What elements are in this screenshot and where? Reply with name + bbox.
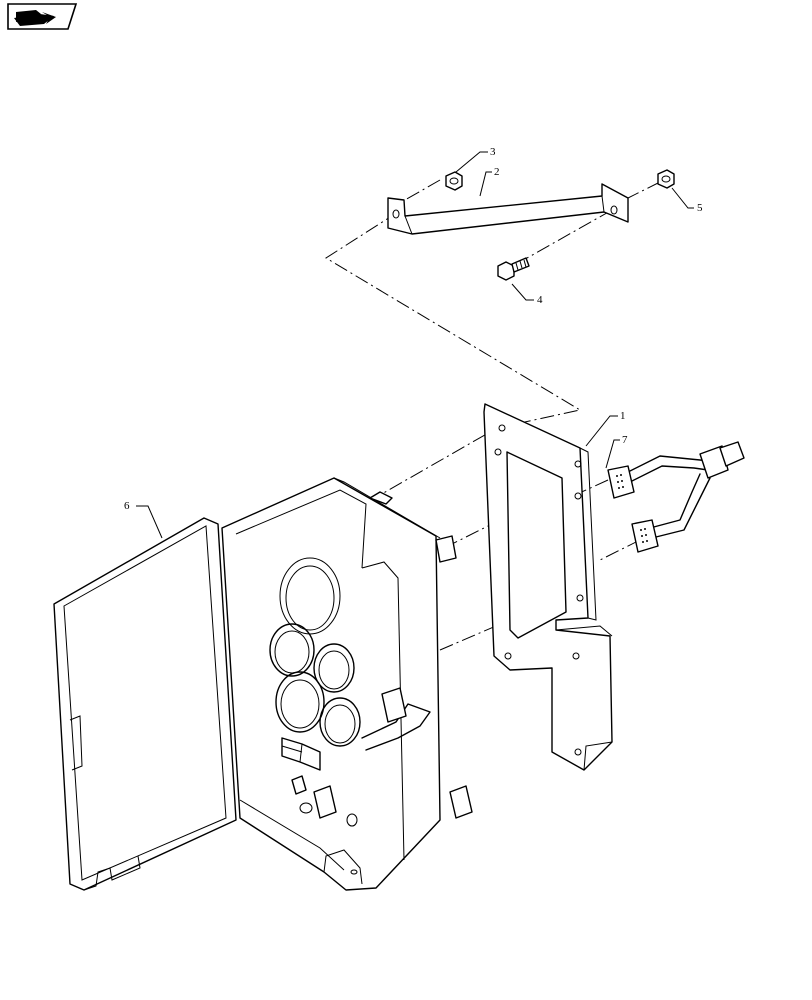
callout-1: 1 [620,410,626,422]
arrow-right-icon [14,10,56,26]
callout-5: 5 [697,202,703,214]
part-1-mounting-plate [483,403,613,771]
part-2-bracket [387,183,629,235]
callout-3: 3 [490,146,496,158]
callout-4: 4 [537,294,543,306]
callout-leaders [136,151,694,539]
part-5-nut [657,169,675,189]
part-6-instrument-box [53,477,473,891]
callout-6: 6 [124,500,130,512]
callout-2: 2 [494,166,500,178]
part-7-wiring-harness [607,441,745,553]
part-4-bolt [497,257,530,281]
callout-7: 7 [622,434,628,446]
part-3-nut [445,171,463,191]
nav-button[interactable] [7,3,78,30]
